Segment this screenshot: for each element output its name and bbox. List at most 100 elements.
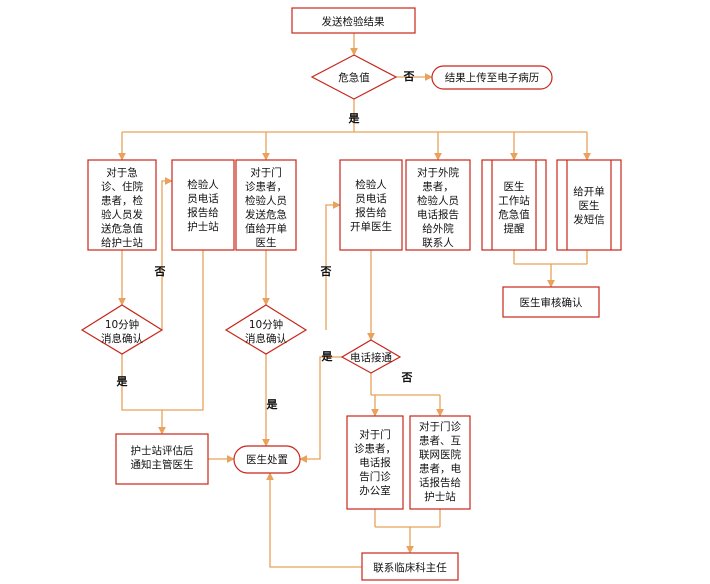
decision-critical-value-label: 危急值: [338, 71, 370, 84]
node-report-internet-hospital-label: 对于门诊患者、互联网医院患者，电话报告给护士站: [419, 420, 461, 503]
node-branch-lab-to-doctor-label: 检验人员电话报告给开单医生: [350, 178, 392, 233]
edge-labels: 否 是 否 是 否 是 是 否: [116, 70, 415, 411]
node-branch-lab-to-nurse: 检验人员电话报告给护士站: [171, 159, 235, 251]
edge-phone-yes-to-doctor: [299, 356, 342, 463]
label-line: 员电话: [355, 192, 387, 205]
node-branch-external: 对于外院患者，检验人员电话报告给外院联系人: [405, 159, 471, 251]
label-line: 患者、互: [419, 435, 461, 447]
label-no-phone: 否: [401, 371, 413, 384]
label-line: 患者，检: [101, 194, 143, 207]
label-line: 诊、住院: [101, 180, 143, 193]
node-report-internet-hospital: 对于门诊患者、互联网医院患者，电话报告给护士站: [409, 415, 471, 510]
label-no-critical: 否: [403, 70, 415, 83]
label-line: 检验人: [187, 178, 219, 191]
decision-confirm-left: 10分钟消息确认: [80, 304, 164, 355]
decision-critical-value: 危急值: [310, 54, 398, 100]
label-line: 诊患者，: [354, 442, 396, 455]
decision-phone-connected: 电话接通: [340, 339, 402, 374]
node-branch-sms-label: 给开单医生发短信: [573, 185, 605, 226]
label-line: 医生: [256, 236, 277, 249]
node-branch-outpatient-label: 对于门诊患者，检验人员发送危急值给开单医生: [245, 166, 287, 249]
label-yes-confirm-left: 是: [116, 375, 129, 388]
node-branch-workstation-label: 医生工作站危急值提醒: [498, 180, 530, 235]
node-branch-external-label: 对于外院患者，检验人员电话报告给外院联系人: [417, 166, 459, 249]
decision-phone-connected-label: 电话接通: [350, 351, 392, 364]
node-branch-emergency-label: 对于急诊、住院患者，检验人员发送危急值给护士站: [101, 166, 143, 249]
label-line: 值给开单: [245, 222, 287, 235]
edge-confirm-yes-to-nurse-notify: [121, 354, 166, 435]
label-line: 发短信: [573, 213, 605, 226]
label-line: 检验人: [355, 178, 387, 191]
label-no-confirm-left: 否: [154, 265, 166, 278]
label-line: 对于急: [106, 166, 138, 179]
label-yes-confirm-mid: 是: [266, 398, 279, 411]
node-send-results: 发送检验结果: [291, 7, 416, 34]
node-branch-workstation: 医生工作站危急值提醒: [481, 159, 547, 251]
label-line: 工作站: [498, 194, 530, 207]
label-line: 患者，: [422, 181, 454, 193]
label-line: 危急值: [498, 208, 530, 221]
node-doctor-handle-label: 医生处置: [246, 453, 288, 466]
decision-confirm-mid: 10分钟消息确认: [224, 304, 308, 355]
label-line: 员电话: [187, 192, 219, 205]
node-report-outpatient-office-label: 对于门诊患者，电话报告门诊办公室: [354, 428, 396, 497]
node-nurse-notify: 护士站评估后通知主管医生: [115, 433, 209, 485]
node-branch-emergency: 对于急诊、住院患者，检验人员发送危急值给护士站: [87, 159, 157, 251]
label-line: 医生: [504, 180, 525, 193]
edge-nurse-call-to-join: [162, 250, 204, 411]
node-contact-director-label: 联系临床科主任: [373, 561, 447, 574]
label-line: 提醒: [504, 223, 525, 235]
label-line: 护士站: [424, 490, 456, 503]
label-line: 发送危急: [245, 208, 287, 221]
node-upload-emr-label: 结果上传至电子病历: [445, 71, 540, 84]
label-line: 电话报: [359, 456, 391, 469]
label-line: 医生: [579, 199, 600, 212]
label-line: 消息确认: [101, 332, 143, 345]
node-doctor-review: 医生审核确认: [502, 286, 600, 318]
label-line: 对于外院: [417, 166, 459, 179]
label-line: 对于门: [359, 428, 391, 441]
connectors: [118, 33, 591, 568]
label-line: 告门诊: [359, 470, 391, 483]
node-send-results-label: 发送检验结果: [322, 15, 385, 28]
node-doctor-handle: 医生处置: [233, 445, 301, 474]
label-line: 验人员发: [101, 208, 143, 221]
label-line: 检验人员: [417, 194, 459, 207]
node-branch-sms: 给开单医生发短信: [556, 159, 622, 251]
node-branch-lab-to-nurse-label: 检验人员电话报告给护士站: [187, 178, 219, 233]
label-line: 联系人: [422, 237, 454, 249]
label-line: 对于门诊: [419, 420, 461, 433]
node-branch-outpatient: 对于门诊患者，检验人员发送危急值给开单医生: [235, 159, 297, 251]
label-yes-critical: 是: [348, 112, 361, 125]
label-line: 话报告给: [419, 476, 461, 489]
label-line: 办公室: [359, 484, 391, 497]
label-line: 给外院: [422, 222, 454, 235]
label-line: 10分钟: [105, 318, 139, 331]
label-yes-phone: 是: [321, 350, 334, 363]
label-line: 给护士站: [101, 236, 143, 249]
label-line: 对于门: [250, 166, 282, 179]
label-line: 报告给: [187, 206, 219, 219]
decision-confirm-left-label: 10分钟消息确认: [101, 318, 143, 345]
label-line: 诊患者，: [245, 180, 287, 193]
edge-director-to-doctor: [266, 472, 362, 568]
node-nurse-notify-label: 护士站评估后通知主管医生: [131, 444, 194, 471]
label-line: 电话报告: [417, 208, 459, 221]
label-line: 开单医生: [350, 220, 392, 233]
label-line: 送危急值: [101, 222, 143, 235]
label-line: 报告给: [355, 206, 387, 219]
edge-confirm-no-to-doctor-call: [325, 201, 341, 330]
decision-confirm-mid-label: 10分钟消息确认: [245, 318, 287, 345]
label-line: 护士站评估后: [131, 444, 194, 457]
label-line: 10分钟: [249, 318, 283, 331]
label-line: 联网医院: [419, 448, 461, 461]
label-line: 护士站: [187, 220, 219, 233]
label-line: 患者，电: [419, 462, 461, 475]
edge-confirm-no-to-nurse-call: [161, 177, 173, 330]
label-line: 消息确认: [245, 332, 287, 345]
label-line: 检验人员: [245, 194, 287, 207]
label-line: 通知主管医生: [131, 458, 194, 471]
label-line: 给开单: [573, 185, 605, 198]
node-contact-director: 联系临床科主任: [361, 552, 459, 581]
